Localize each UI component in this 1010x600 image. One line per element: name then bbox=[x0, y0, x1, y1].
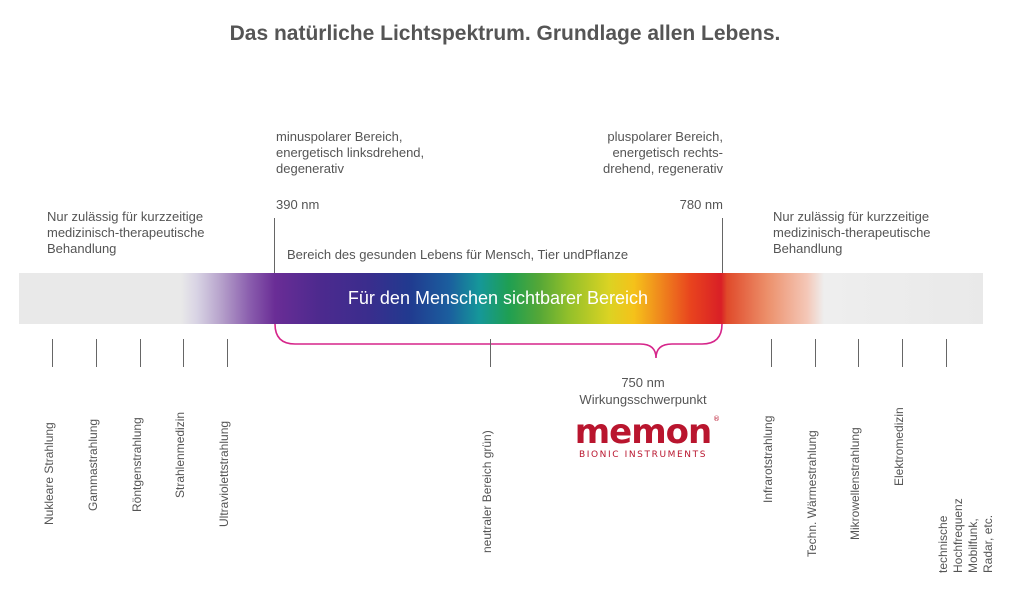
label-gammastrahlung: Gammastrahlung bbox=[86, 418, 100, 511]
tick-neutral bbox=[490, 339, 491, 367]
tick-mikrowellen bbox=[858, 339, 859, 367]
label-ultraviolettstrahlung: Ultraviolettstrahlung bbox=[217, 420, 231, 527]
wavelength-390-label: 390 nm bbox=[276, 197, 320, 212]
tick-ultraviolett bbox=[227, 339, 228, 367]
center-label: Wirkungsschwerpunkt bbox=[579, 392, 707, 407]
right-restriction-note: Nur zulässig für kurzzeitige medizinisch… bbox=[773, 209, 931, 256]
memon-logo: memon ® BIONIC INSTRUMENTS bbox=[563, 415, 723, 461]
label-elektromedizin: Elektromedizin bbox=[892, 407, 906, 486]
tick-nukleare bbox=[52, 339, 53, 367]
boundary-line-390 bbox=[274, 218, 275, 324]
minuspolar-label: minuspolarer Bereich, energetisch linksd… bbox=[276, 129, 425, 176]
tick-hochfrequenz bbox=[946, 339, 947, 367]
boundary-line-780 bbox=[722, 218, 723, 324]
logo-word: memon bbox=[574, 412, 712, 452]
label-roentgenstrahlung: Röntgenstrahlung bbox=[130, 417, 144, 512]
label-hochfrequenz: technische Hochfrequenz Mobilfunk, Radar… bbox=[936, 498, 995, 573]
label-neutraler-bereich: neutraler Bereich grün) bbox=[480, 430, 494, 553]
tick-waerme bbox=[815, 339, 816, 367]
tick-gamma bbox=[96, 339, 97, 367]
label-infrarotstrahlung: Infrarotstrahlung bbox=[761, 415, 775, 503]
tick-strahlenmedizin bbox=[183, 339, 184, 367]
label-mikrowellenstrahlung: Mikrowellenstrahlung bbox=[848, 427, 862, 540]
pluspolar-label: pluspolarer Bereich, energetisch rechts-… bbox=[603, 129, 723, 176]
label-strahlenmedizin: Strahlenmedizin bbox=[173, 411, 187, 498]
logo-registered-mark: ® bbox=[713, 415, 720, 423]
label-waermestrahlung: Techn. Wärmestrahlung bbox=[805, 430, 819, 557]
center-wavelength: 750 nm bbox=[621, 375, 665, 390]
page-title: Das natürliche Lichtspektrum. Grundlage … bbox=[229, 22, 781, 45]
visible-range-label: Für den Menschen sichtbarer Bereich bbox=[347, 288, 649, 308]
healthy-range-label: Bereich des gesunden Lebens für Mensch, … bbox=[287, 247, 629, 262]
tick-infrarot bbox=[771, 339, 772, 367]
tick-roentgen bbox=[140, 339, 141, 367]
tick-elektromedizin bbox=[902, 339, 903, 367]
left-restriction-note: Nur zulässig für kurzzeitige medizinisch… bbox=[47, 209, 205, 256]
label-nukleare-strahlung: Nukleare Strahlung bbox=[42, 422, 56, 525]
spectrum-bar bbox=[19, 273, 983, 324]
brace-path bbox=[274, 323, 723, 359]
wavelength-780-label: 780 nm bbox=[679, 197, 723, 212]
logo-subtitle: BIONIC INSTRUMENTS bbox=[578, 450, 708, 460]
